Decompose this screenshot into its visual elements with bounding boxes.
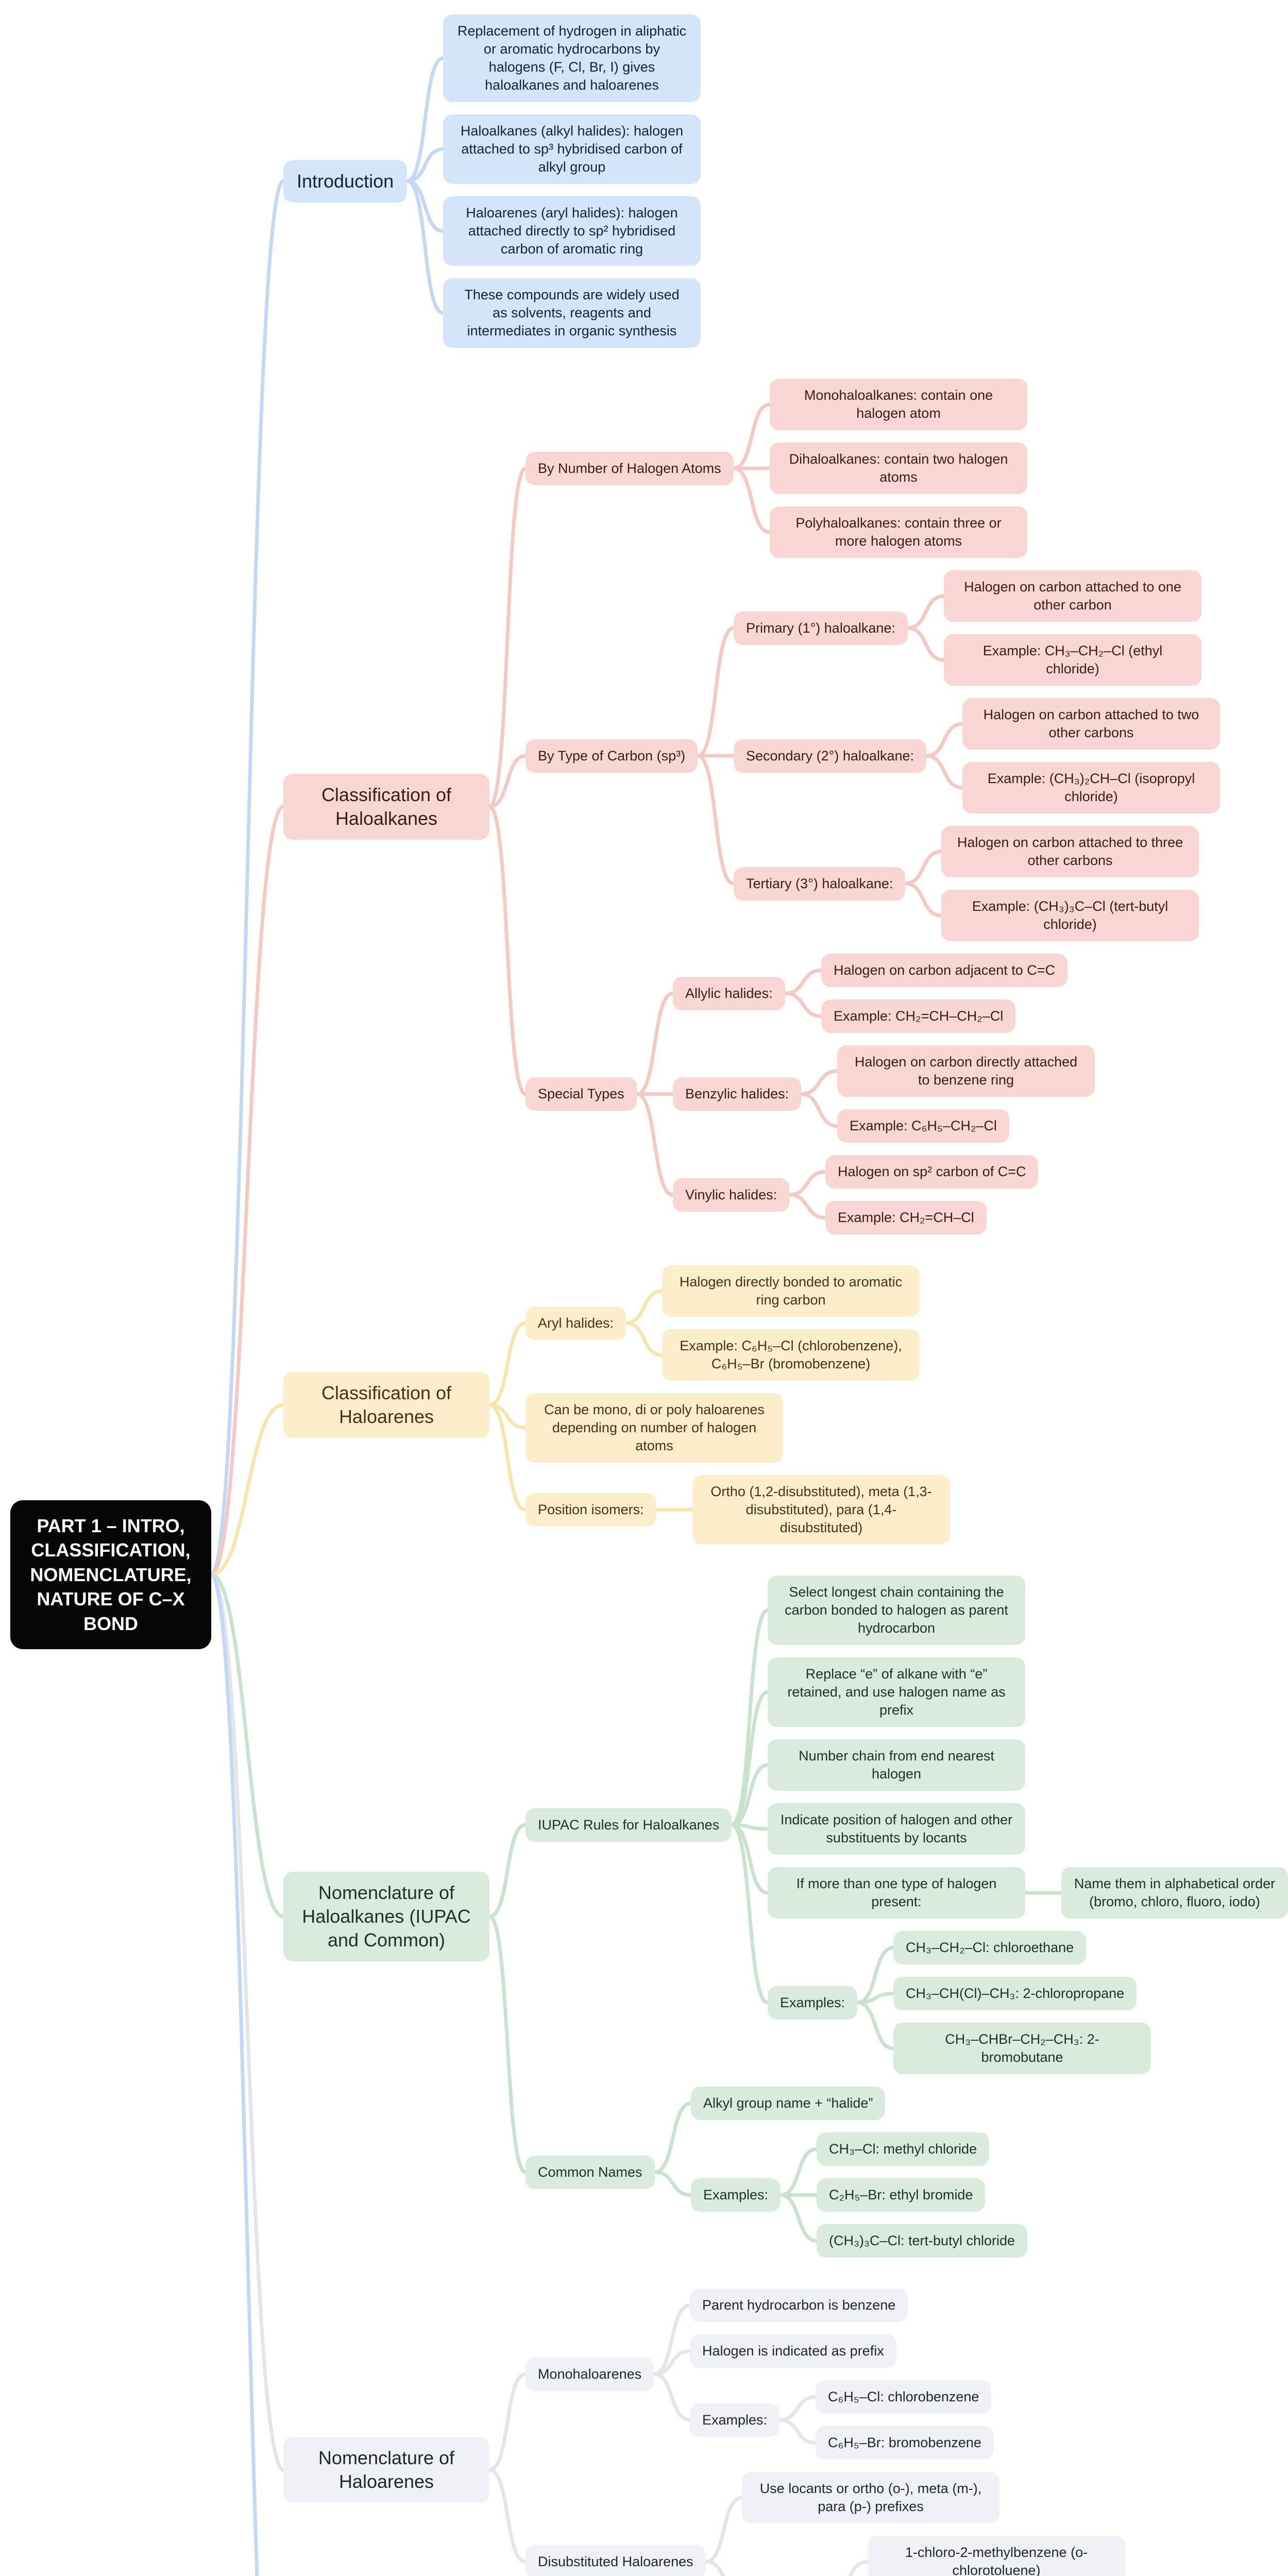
node-name-them-in-alphabetical-order-bromo-chlo: Name them in alphabetical order (bromo, … (1061, 1867, 1288, 1919)
node-halogen-on-carbon-attached-to-two-other-ca: Halogen on carbon attached to two other … (962, 698, 1220, 750)
node-can-be-mono-di-or-poly-haloarenes-dependin: Can be mono, di or poly haloarenes depen… (526, 1393, 783, 1463)
node-disubstituted-haloarenes: Disubstituted Haloarenes (526, 2545, 706, 2576)
node-haloalkanes-alkyl-halides-halogen-attached: Haloalkanes (alkyl halides): halogen att… (443, 114, 701, 184)
node-ch-cl-methyl-chloride: CH₃–Cl: methyl chloride (817, 2132, 990, 2166)
node-c-h-br-bromobenzene: C₆H₅–Br: bromobenzene (816, 2426, 994, 2460)
node-common-names: Common Names (526, 2155, 655, 2189)
node-primary-1-haloalkane: Primary (1°) haloalkane: (734, 611, 908, 645)
node-parent-hydrocarbon-is-benzene: Parent hydrocarbon is benzene (690, 2289, 908, 2323)
node-c-h-br-ethyl-bromide: C₂H₅–Br: ethyl bromide (817, 2178, 986, 2212)
node-example-ch-ch-cl: Example: CH₂=CH–Cl (825, 1201, 987, 1235)
node-iupac-rules-for-haloalkanes: IUPAC Rules for Haloalkanes (526, 1808, 732, 1842)
node-use-locants-or-ortho-o-meta-m-para-p-prefi: Use locants or ortho (o-), meta (m-), pa… (742, 2472, 999, 2524)
branch-classification-of-haloalkanes: Classification of Haloalkanes (283, 773, 489, 840)
node-halogen-directly-bonded-to-aromatic-ring-c: Halogen directly bonded to aromatic ring… (662, 1265, 920, 1317)
branch-classification-of-haloarenes: Classification of Haloarenes (283, 1372, 489, 1438)
node-ch-ch-cl-ch-2-chloropropane: CH₃–CH(Cl)–CH₃: 2-chloropropane (893, 1977, 1137, 2011)
node-example-ch-ch-cl-isopropyl-chloride: Example: (CH₃)₂CH–Cl (isopropyl chloride… (962, 762, 1220, 814)
node-ortho-1-2-disubstituted-meta-1-3-disubstit: Ortho (1,2-disubstituted), meta (1,3-dis… (692, 1475, 950, 1545)
node-monohaloalkanes-contain-one-halogen-atom: Monohaloalkanes: contain one halogen ato… (770, 379, 1027, 431)
node-benzylic-halides: Benzylic halides: (673, 1077, 802, 1111)
node-halogen-on-carbon-attached-to-one-other-ca: Halogen on carbon attached to one other … (944, 570, 1201, 622)
node-halogen-on-carbon-adjacent-to-c-c: Halogen on carbon adjacent to C=C (821, 954, 1068, 988)
root-node: PART 1 – INTRO, CLASSIFICATION, NOMENCLA… (10, 1500, 211, 1650)
branch-nomenclature-of-haloalkanes-iupac-and-comm: Nomenclature of Haloalkanes (IUPAC and C… (283, 1872, 489, 1962)
node-halogen-on-sp-carbon-of-c-c: Halogen on sp² carbon of C=C (825, 1155, 1039, 1189)
node-ch-c-cl-tert-butyl-chloride: (CH₃)₃C–Cl: tert-butyl chloride (817, 2224, 1028, 2258)
node-example-ch-ch-cl-ethyl-chloride: Example: CH₃–CH₂–Cl (ethyl chloride) (944, 634, 1201, 686)
node-these-compounds-are-widely-used-as-solvent: These compounds are widely used as solve… (443, 278, 701, 348)
node-special-types: Special Types (526, 1077, 637, 1111)
node-halogen-on-carbon-attached-to-three-other-: Halogen on carbon attached to three othe… (941, 826, 1199, 878)
node-examples: Examples: (691, 2178, 781, 2212)
branch-nomenclature-of-haloarenes: Nomenclature of Haloarenes (283, 2437, 489, 2503)
node-position-isomers: Position isomers: (526, 1493, 656, 1527)
node-example-ch-c-cl-tert-butyl-chloride: Example: (CH₃)₃C–Cl (tert-butyl chloride… (941, 890, 1199, 942)
node-select-longest-chain-containing-the-carbon: Select longest chain containing the carb… (768, 1575, 1025, 1646)
node-indicate-position-of-halogen-and-other-sub: Indicate position of halogen and other s… (768, 1803, 1025, 1855)
node-vinylic-halides: Vinylic halides: (673, 1178, 790, 1212)
node-polyhaloalkanes-contain-three-or-more-halo: Polyhaloalkanes: contain three or more h… (770, 506, 1027, 558)
node-number-chain-from-end-nearest-halogen: Number chain from end nearest halogen (768, 1739, 1025, 1791)
node-example-c-h-cl-chlorobenzene-c-h-br-bromob: Example: C₆H₅–Cl (chlorobenzene), C₆H₅–B… (662, 1329, 920, 1381)
node-example-ch-ch-ch-cl: Example: CH₂=CH–CH₂–Cl (821, 999, 1016, 1033)
node-replacement-of-hydrogen-in-aliphatic-or-ar: Replacement of hydrogen in aliphatic or … (443, 14, 701, 103)
node-replace-e-of-alkane-with-e-retained-and-us: Replace “e” of alkane with “e” retained,… (768, 1657, 1025, 1727)
node-ch-ch-cl-chloroethane: CH₃–CH₂–Cl: chloroethane (893, 1931, 1087, 1965)
node-examples: Examples: (690, 2403, 780, 2437)
node-c-h-cl-chlorobenzene: C₆H₅–Cl: chlorobenzene (816, 2380, 992, 2414)
node-halogen-on-carbon-directly-attached-to-ben: Halogen on carbon directly attached to b… (837, 1045, 1095, 1097)
node-allylic-halides: Allylic halides: (673, 976, 785, 1010)
node-example-c-h-ch-cl: Example: C₆H₅–CH₂–Cl (837, 1109, 1009, 1143)
node-secondary-2-haloalkane: Secondary (2°) haloalkane: (734, 739, 926, 773)
node-examples: Examples: (768, 1986, 858, 2020)
node-halogen-is-indicated-as-prefix: Halogen is indicated as prefix (690, 2334, 896, 2368)
node-by-type-of-carbon-sp: By Type of Carbon (sp³) (526, 739, 698, 773)
node-dihaloalkanes-contain-two-halogen-atoms: Dihaloalkanes: contain two halogen atoms (770, 443, 1027, 495)
node-1-chloro-2-methylbenzene-o-chlorotoluene: 1-chloro-2-methylbenzene (o-chlorotoluen… (868, 2536, 1125, 2576)
node-alkyl-group-name-halide: Alkyl group name + “halide” (691, 2087, 886, 2121)
node-ch-chbr-ch-ch-2-bromobutane: CH₃–CHBr–CH₂–CH₃: 2-bromobutane (893, 2023, 1151, 2075)
node-monohaloarenes: Monohaloarenes (526, 2357, 654, 2391)
node-if-more-than-one-type-of-halogen-present: If more than one type of halogen present… (768, 1867, 1025, 1919)
node-aryl-halides: Aryl halides: (526, 1306, 626, 1340)
node-haloarenes-aryl-halides-halogen-attached-d: Haloarenes (aryl halides): halogen attac… (443, 196, 701, 266)
node-by-number-of-halogen-atoms: By Number of Halogen Atoms (526, 451, 734, 485)
branch-introduction: Introduction (283, 160, 408, 202)
node-tertiary-3-haloalkane: Tertiary (3°) haloalkane: (734, 867, 906, 901)
